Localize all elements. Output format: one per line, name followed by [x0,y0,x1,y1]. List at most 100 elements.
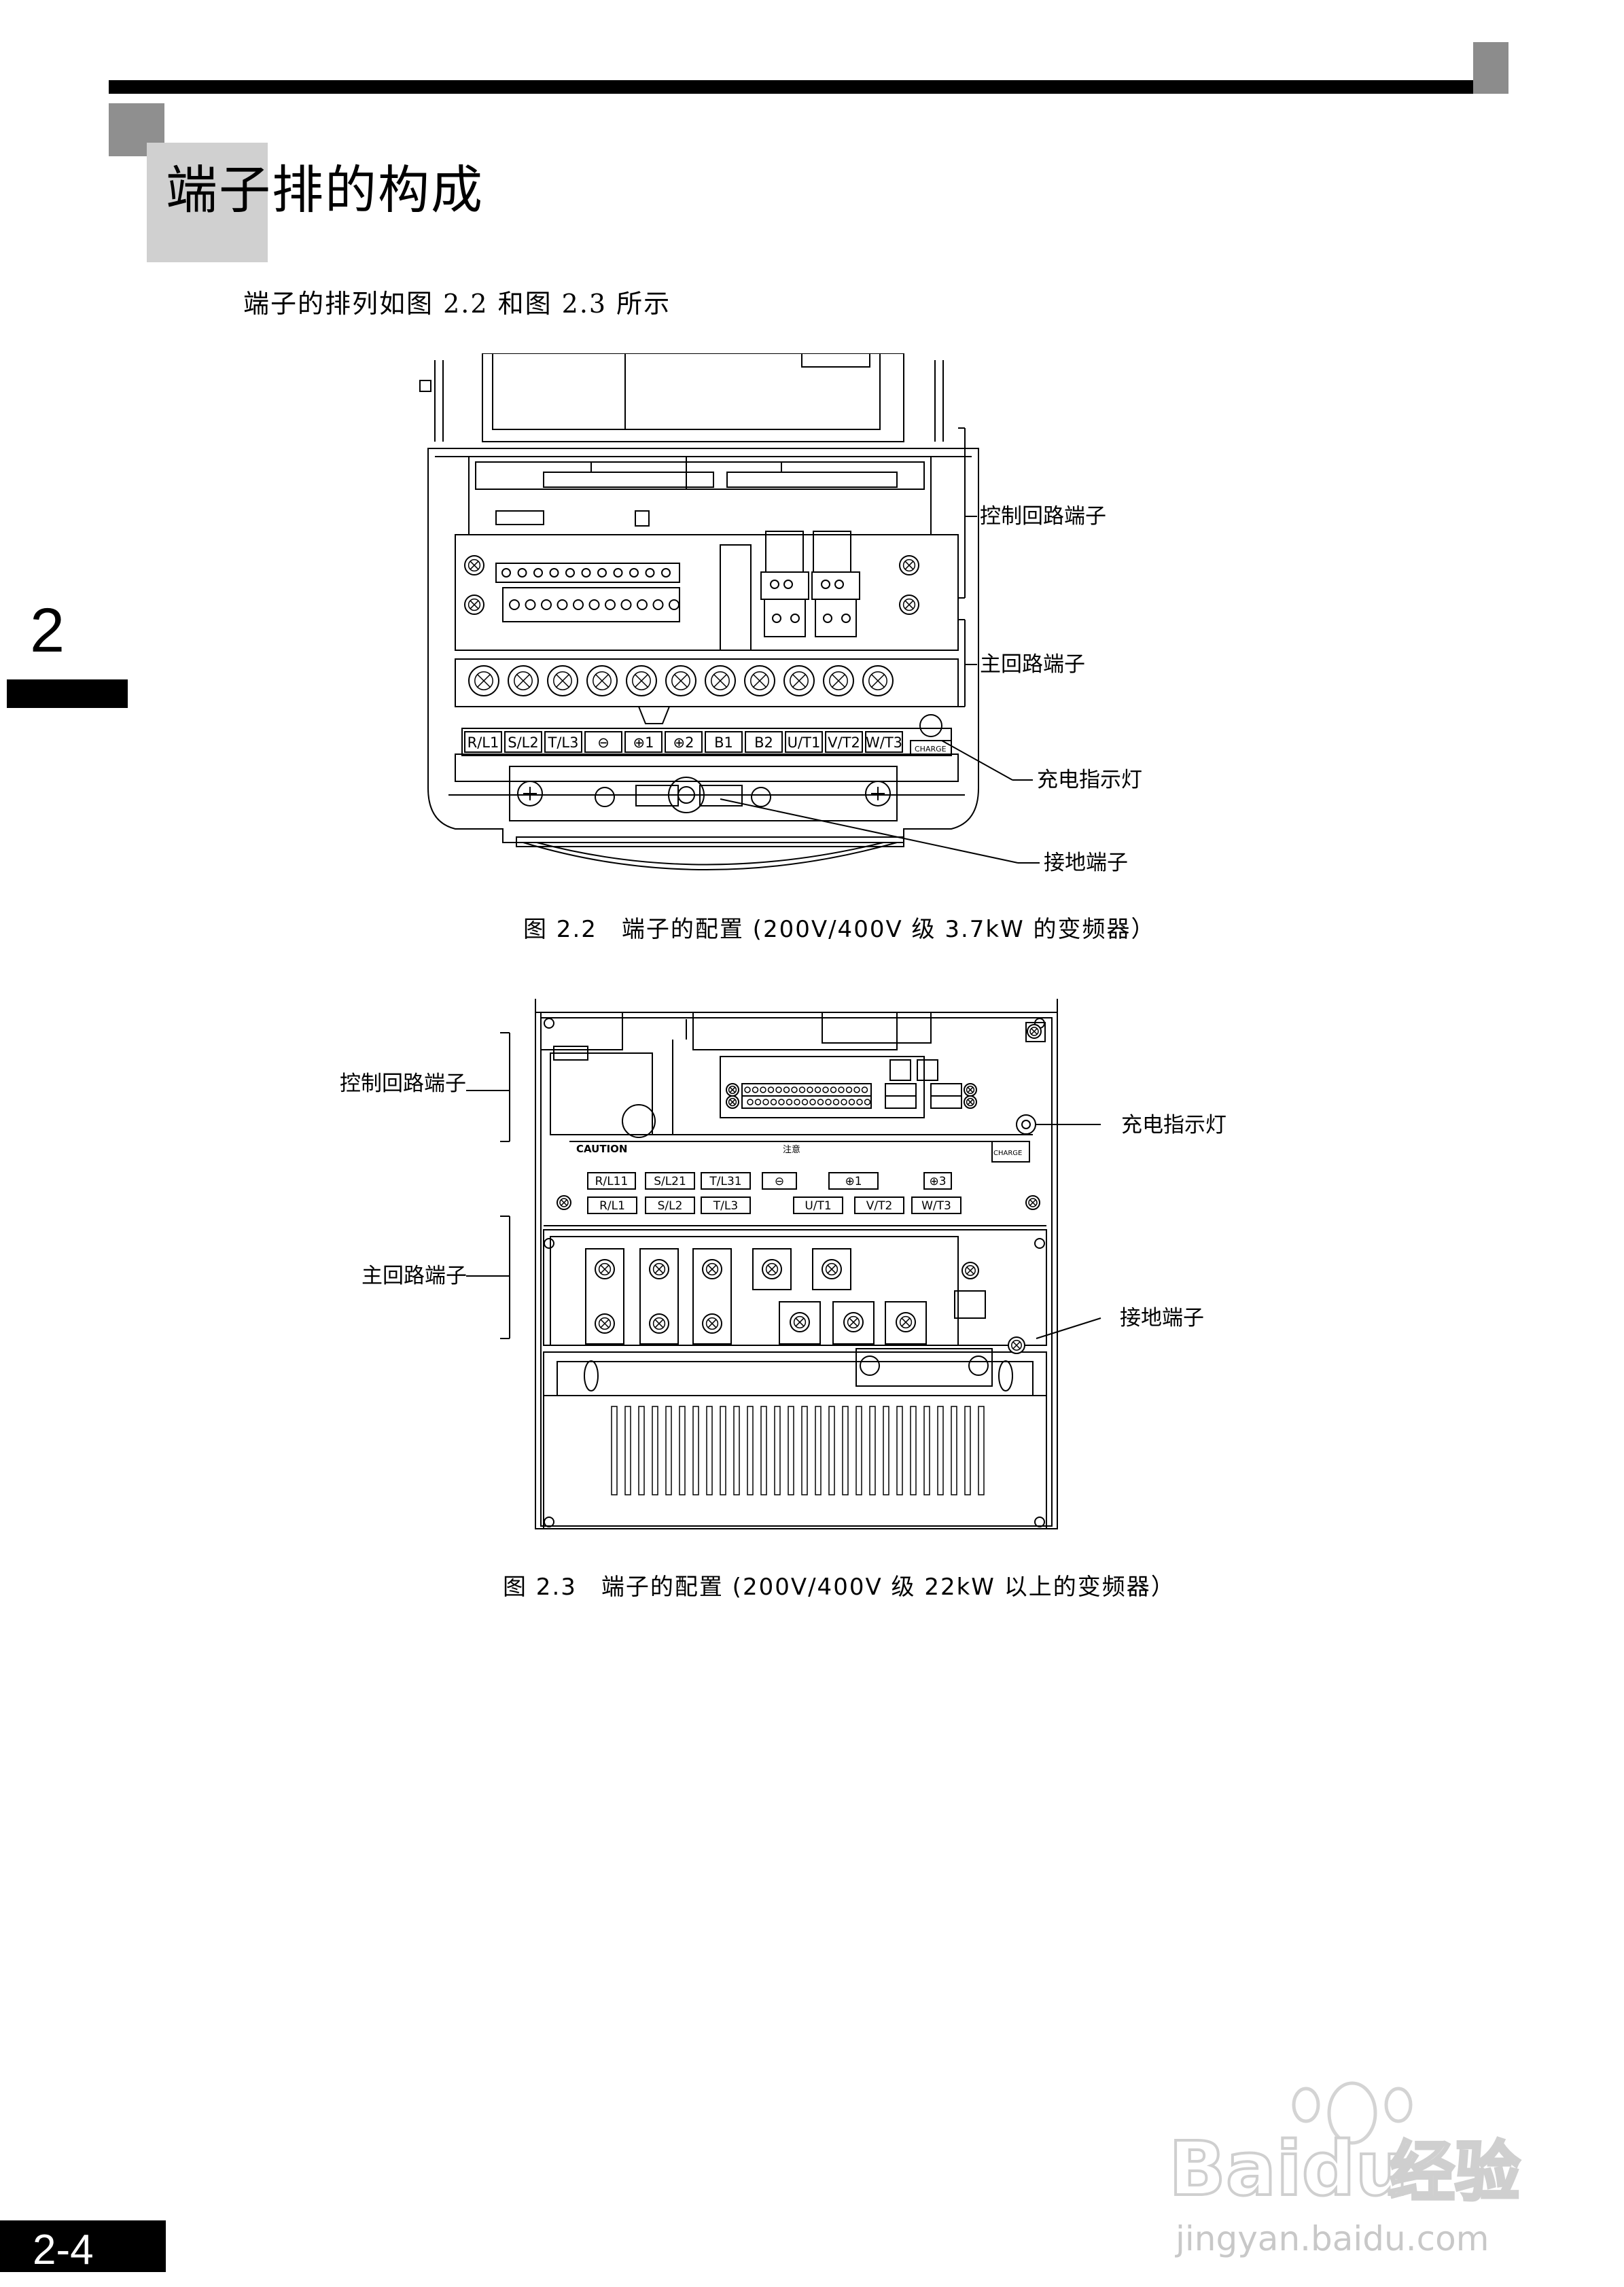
control-screw-upper [629,568,639,578]
control-screw-upper [661,568,671,578]
charge-text: CHARGE [993,1150,1022,1157]
control-screw-upper [830,1086,837,1093]
frame-screw [1034,1517,1045,1527]
control-screw-upper [752,1086,759,1093]
terminal-label: B1 [714,734,733,751]
figure-2-2-caption: 图 2.2 端子的配置 (200V/400V 级 3.7kW 的变频器） [523,916,1156,943]
terminal-label-box [701,1196,751,1214]
control-screw-upper [581,568,591,578]
fin [706,1406,713,1495]
control-screw-upper [814,1086,822,1093]
terminal-label-upper: S/L21 [654,1175,686,1188]
terminal-label-box [645,1196,695,1214]
frame-screws [544,1018,1045,1527]
control-screw-upper [775,1086,782,1093]
label-ground-terminal: 接地端子 [1044,851,1128,875]
terminal-label-box [587,1172,636,1190]
main-terminal-blocks [585,1248,1025,1354]
control-screw-lower [778,1099,785,1105]
terminal-label: ⊕1 [633,734,654,751]
terminal-label-lower: V/T2 [866,1199,893,1213]
main-terminal-screws [468,665,894,696]
terminal-label-box [745,731,783,753]
main-terminal-screw [961,1262,979,1279]
main-terminal-screw [649,1259,669,1279]
chapter-number: 2 [30,596,65,665]
control-screw-lower [557,599,568,610]
label-control-terminal: 控制回路端子 [340,1071,466,1096]
main-terminal-screw [649,1313,669,1334]
fin [774,1406,781,1495]
busbar-block [832,1301,875,1345]
fin [910,1406,917,1495]
control-screw-lower [801,1099,809,1105]
control-screw-lower [573,599,584,610]
terminal-label: U/T1 [788,734,821,751]
control-terminal-screws [464,555,919,623]
busbar-block [812,1248,851,1290]
figure-2-3-caption: 图 2.3 端子的配置 (200V/400V 级 22kW 以上的变频器） [503,1574,1176,1601]
heatsink-fins [611,1406,985,1495]
control-screw-lower [856,1099,863,1105]
control-terminal-screws [726,1083,977,1109]
main-terminal-screw [547,665,578,696]
terminal-label-upper: T/L31 [709,1175,741,1188]
busbar-block [885,1301,927,1345]
frame-screw [544,1238,554,1249]
busbar-block [752,1248,792,1290]
fin [747,1406,754,1495]
relay-screw [772,614,781,623]
fin [679,1406,686,1495]
label-screw [1025,1195,1040,1210]
relay-screw [841,614,851,623]
terminal-label-lower: S/L2 [658,1199,683,1213]
cover-screw [464,555,484,575]
control-screw-lower [794,1099,800,1105]
fin [883,1406,889,1495]
main-terminal-screw [823,665,854,696]
control-screw-lower [747,1099,754,1105]
control-screw-upper [861,1086,868,1093]
main-terminal-screw [783,665,815,696]
terminal-label-box [701,1172,751,1190]
terminal-label: T/L3 [548,734,579,751]
fin [828,1406,835,1495]
header-corner-block [1473,42,1508,94]
cover-screw [964,1095,977,1109]
terminal-label: B2 [754,734,773,751]
fin [638,1406,645,1495]
main-terminal-screw [790,1312,810,1332]
terminal-label: ⊖ [597,734,610,751]
terminal-label-upper: ⊕3 [929,1175,946,1188]
charge-text: CHARGE [915,745,947,754]
terminal-label-box [793,1196,843,1214]
label-control-terminal: 控制回路端子 [980,504,1106,529]
main-terminal-screw [862,665,894,696]
ground-screw [1008,1336,1025,1354]
fin [923,1406,930,1495]
terminal-label-box [825,731,863,753]
relay-screw [783,580,793,589]
terminal-label-lower: T/L3 [713,1199,738,1213]
terminal-label-upper: R/L11 [595,1175,629,1188]
control-screw-lower [770,1099,777,1105]
frame-screw [544,1018,554,1029]
control-screw-upper [549,568,559,578]
main-terminal-screw [702,1259,722,1279]
control-screw-lower [762,1099,769,1105]
terminal-label-box [464,731,502,753]
page-number: 2-4 [33,2227,94,2273]
cover-screw [899,595,919,615]
control-screw-upper [597,568,607,578]
relay-screw [821,580,830,589]
terminal-label: W/T3 [866,734,902,751]
terminal-label-upper: ⊕1 [845,1175,862,1188]
terminal-label-lower: W/T3 [921,1199,951,1213]
control-screw-lower [809,1099,816,1105]
caution-title: CAUTION [576,1143,627,1155]
label-screw [557,1195,571,1210]
label-charge-lamp: 充电指示灯 [1121,1113,1226,1137]
control-screw-lower [848,1099,855,1105]
